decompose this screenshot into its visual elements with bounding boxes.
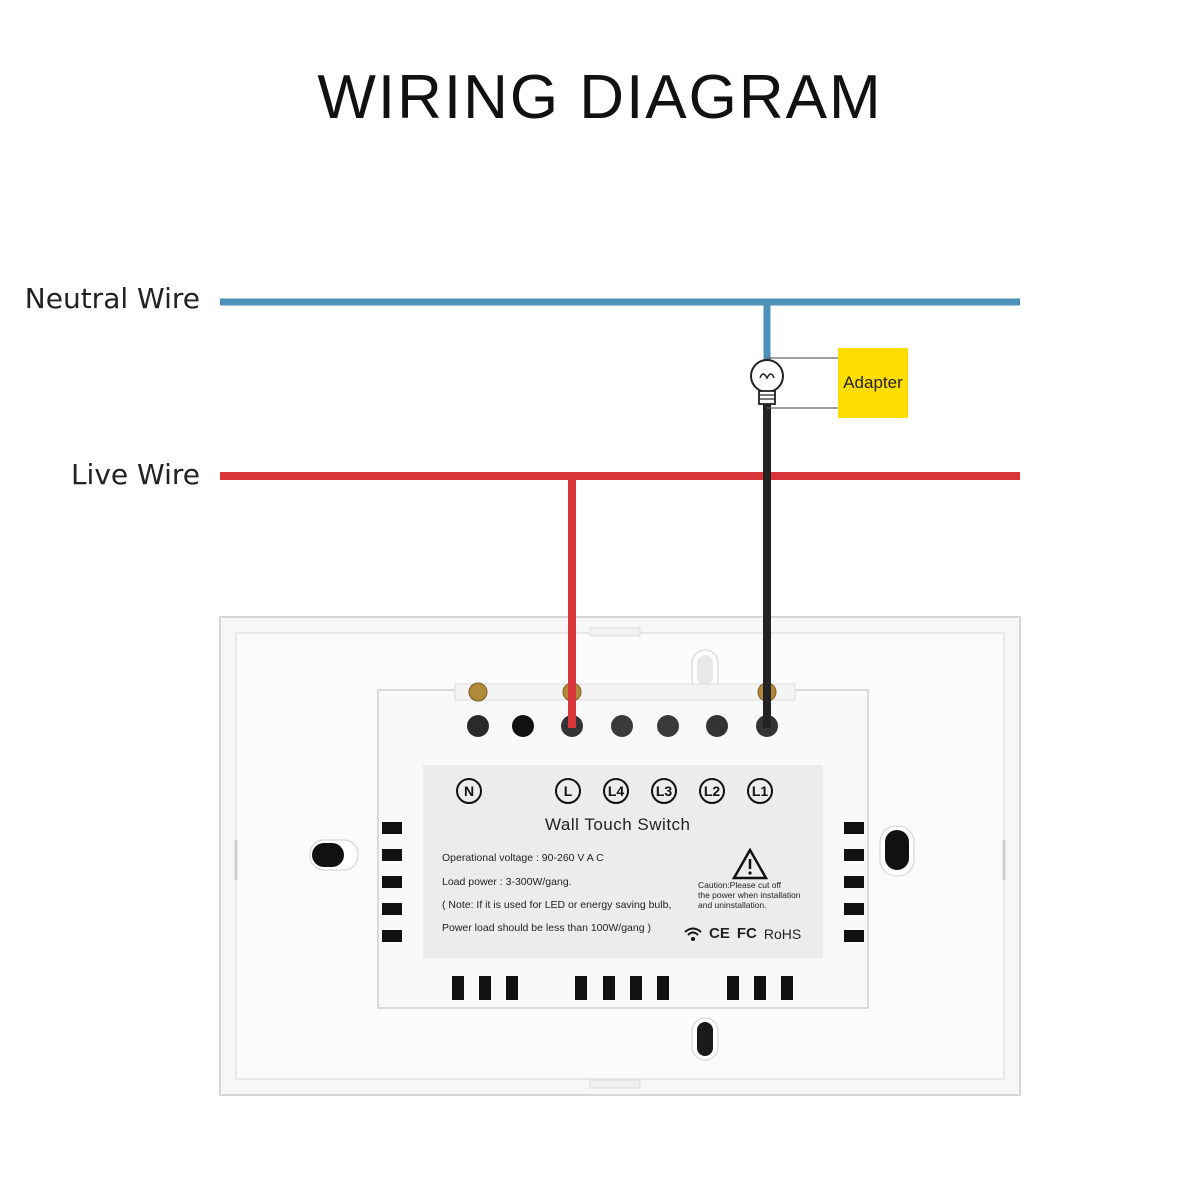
certification-marks: CE FC RoHS [684, 925, 801, 942]
terminal-label-l4: L4 [603, 778, 629, 804]
live-wire-label: Live Wire [70, 458, 200, 491]
terminal-hole-4 [611, 715, 633, 737]
wifi-icon [684, 927, 702, 941]
vent-bottom-5 [603, 976, 615, 1000]
vent-left-3 [382, 876, 402, 888]
terminal-block [454, 683, 796, 701]
vent-right-1 [844, 822, 864, 834]
caution-line2: the power when installation [698, 890, 801, 900]
terminal-hole-6 [706, 715, 728, 737]
terminal-hole-2 [512, 715, 534, 737]
terminal-label-l2: L2 [699, 778, 725, 804]
spec-note-line2: Power load should be less than 100W/gang… [442, 922, 651, 934]
vent-bottom-7 [657, 976, 669, 1000]
fc-mark: FC [736, 925, 757, 942]
vent-bottom-2 [479, 976, 491, 1000]
adapter-box: Adapter [838, 348, 908, 418]
plate-top-tab [589, 627, 641, 637]
terminal-hole-5 [657, 715, 679, 737]
mount-slot-top-hole [697, 655, 713, 685]
vent-bottom-4 [575, 976, 587, 1000]
ce-mark: CE [709, 925, 730, 942]
vent-left-5 [382, 930, 402, 942]
terminal-screw-1 [468, 682, 488, 702]
vent-right-4 [844, 903, 864, 915]
vent-bottom-6 [630, 976, 642, 1000]
vent-right-5 [844, 930, 864, 942]
vent-right-2 [844, 849, 864, 861]
mount-slot-left-hole [312, 843, 344, 867]
vent-bottom-3 [506, 976, 518, 1000]
neutral-wire-label: Neutral Wire [24, 282, 200, 315]
vent-left-4 [382, 903, 402, 915]
caution-text: Caution:Please cut off the power when in… [698, 880, 816, 910]
mount-slot-right-hole [885, 830, 909, 870]
vent-bottom-8 [727, 976, 739, 1000]
spec-voltage: Operational voltage : 90-260 V A C [442, 852, 604, 864]
terminal-hole-1 [467, 715, 489, 737]
light-bulb-icon [750, 359, 784, 405]
switch-name: Wall Touch Switch [545, 815, 691, 834]
spec-note-line1: ( Note: If it is used for LED or energy … [442, 899, 672, 911]
mount-slot-bottom-hole [697, 1022, 713, 1056]
vent-bottom-9 [754, 976, 766, 1000]
rohs-mark: RoHS [763, 925, 802, 942]
caution-line3: and uninstallation. [698, 900, 767, 910]
vent-left-1 [382, 822, 402, 834]
caution-line1: Caution:Please cut off [698, 880, 782, 890]
vent-left-2 [382, 849, 402, 861]
terminal-label-n: N [456, 778, 482, 804]
terminal-label-l: L [555, 778, 581, 804]
vent-right-3 [844, 876, 864, 888]
vent-bottom-10 [781, 976, 793, 1000]
vent-bottom-1 [452, 976, 464, 1000]
warning-icon [732, 848, 768, 880]
plate-bottom-tab [589, 1079, 641, 1089]
terminal-label-l3: L3 [651, 778, 677, 804]
spec-load-power: Load power : 3-300W/gang. [442, 876, 572, 888]
terminal-label-l1: L1 [747, 778, 773, 804]
diagram-title: WIRING DIAGRAM [317, 63, 883, 132]
